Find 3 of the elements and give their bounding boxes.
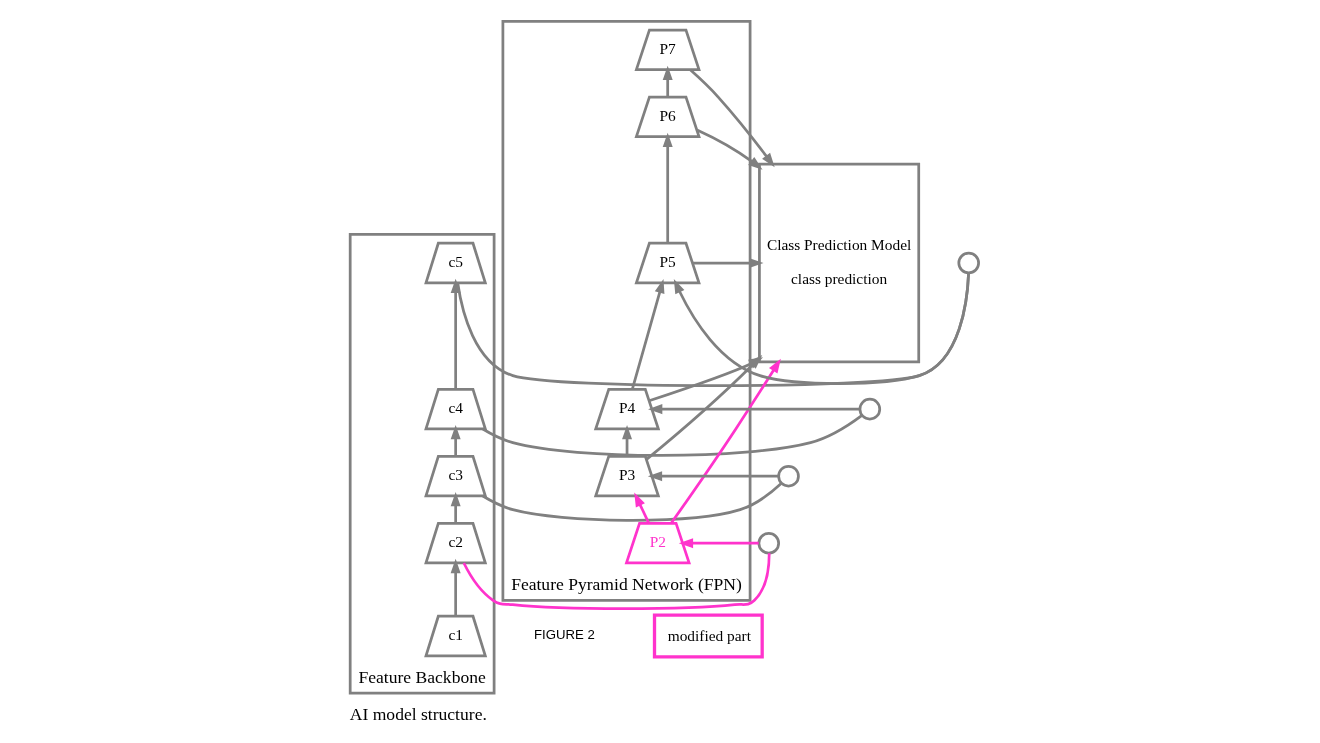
legend-label: modified part (667, 626, 751, 644)
caption: AI model structure. (349, 704, 487, 725)
label: FIGURE 2 (534, 627, 595, 643)
